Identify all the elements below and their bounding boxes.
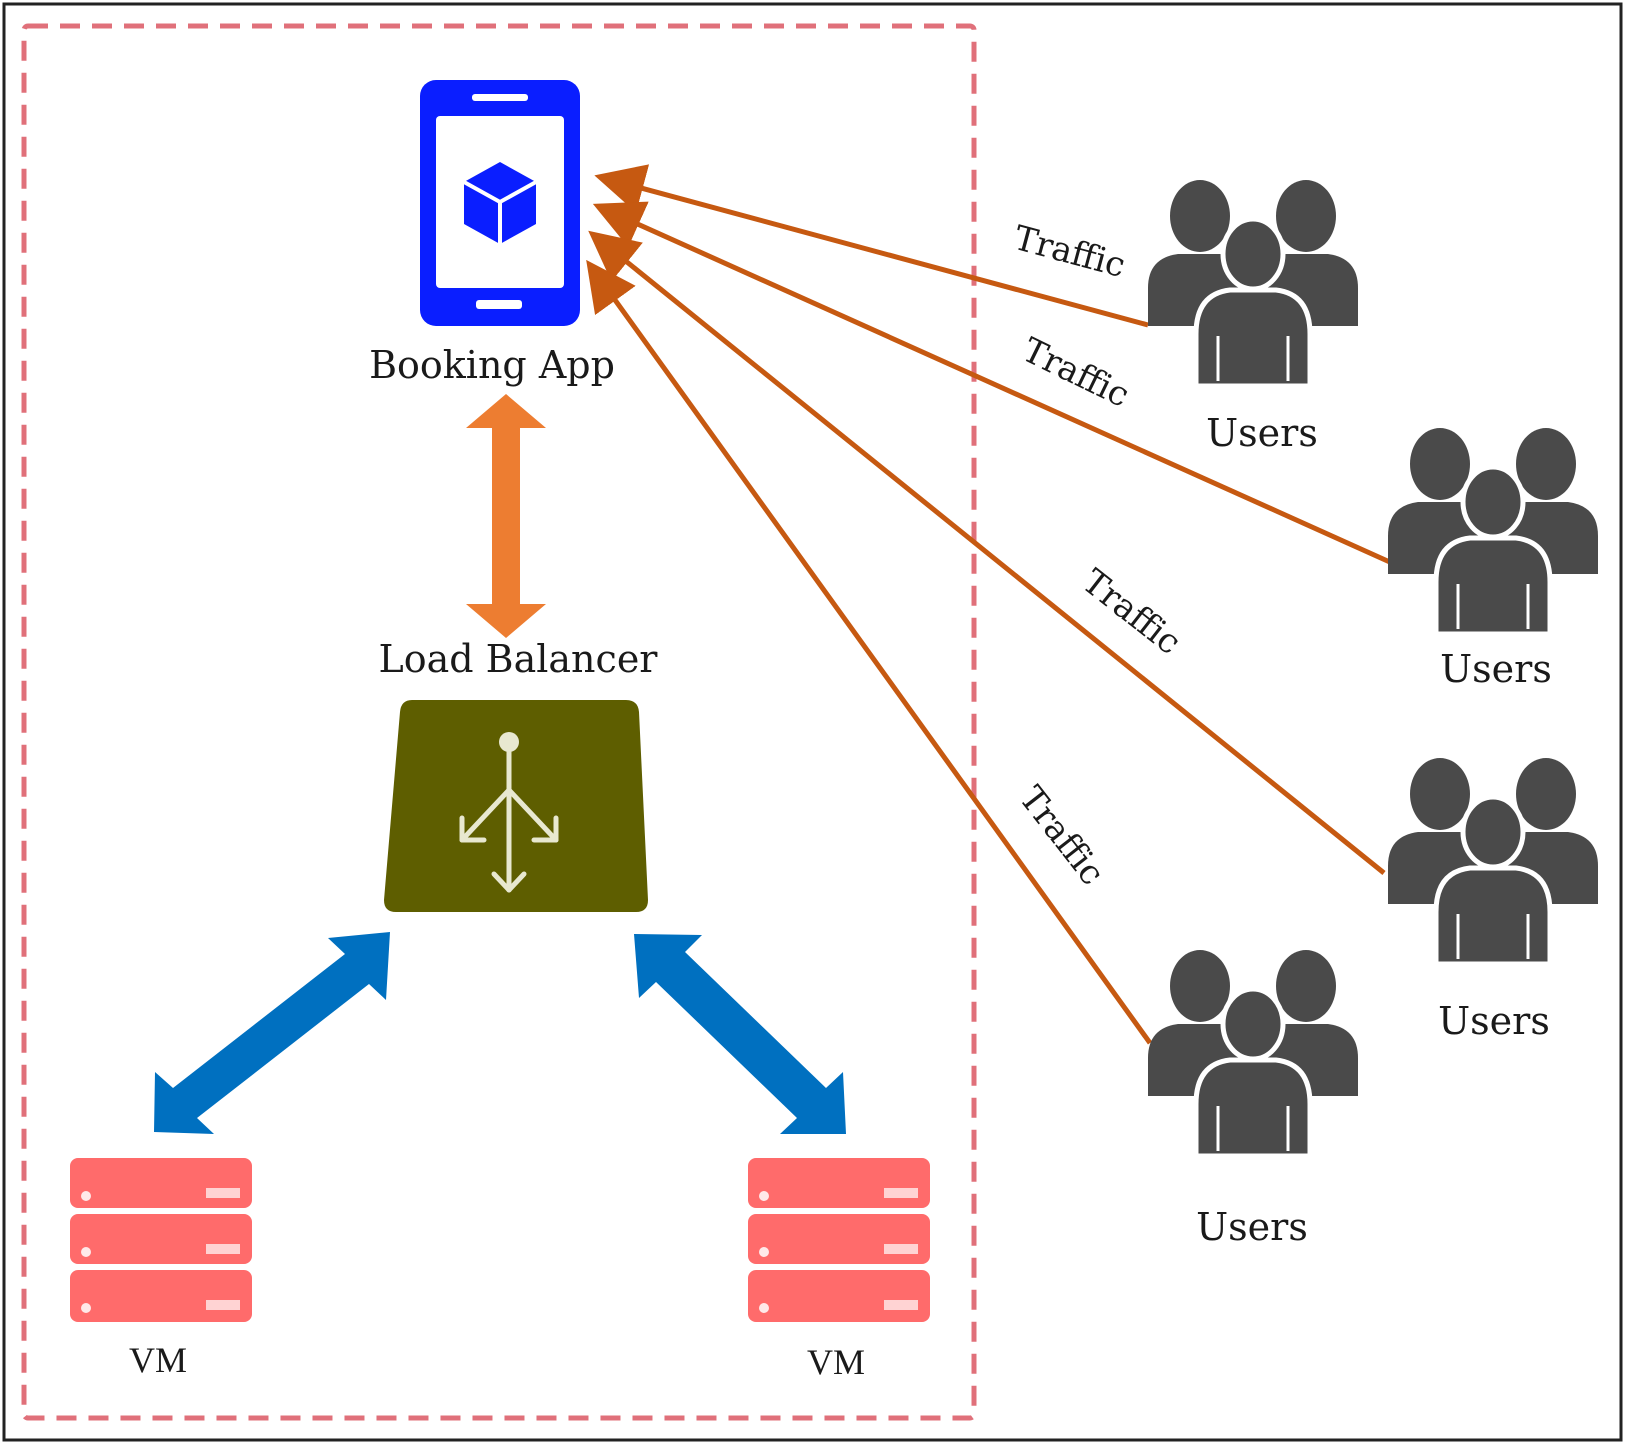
lb-vm-left-double-arrow bbox=[154, 932, 390, 1134]
load-balancer-icon bbox=[384, 700, 648, 912]
vm-label-left: VM bbox=[129, 1340, 187, 1380]
vm-server-icon-left bbox=[70, 1158, 252, 1322]
booking-app-label: Booking App bbox=[369, 343, 615, 387]
users-group-icon-4 bbox=[1148, 950, 1358, 1156]
users-group-icon-1 bbox=[1148, 180, 1358, 386]
traffic-label-1: Traffic bbox=[1010, 218, 1130, 286]
vm-label-right: VM bbox=[807, 1342, 865, 1382]
traffic-label-3: Traffic bbox=[1074, 562, 1188, 663]
traffic-line-2 bbox=[592, 201, 1394, 566]
dashed-boundary bbox=[21, 23, 977, 1421]
users-group-icon-2 bbox=[1388, 428, 1598, 634]
users-label-3: Users bbox=[1438, 999, 1550, 1043]
traffic-line-4 bbox=[586, 259, 1153, 1045]
users-label-2: Users bbox=[1440, 647, 1552, 691]
users-group-icon-3 bbox=[1388, 758, 1598, 964]
booking-app-phone-icon bbox=[420, 80, 580, 326]
traffic-line-1 bbox=[594, 164, 1149, 328]
app-lb-double-arrow bbox=[466, 394, 546, 638]
traffic-label-4: Traffic bbox=[1011, 779, 1112, 893]
vm-server-icon-right bbox=[748, 1158, 930, 1322]
users-label-4: Users bbox=[1196, 1205, 1308, 1249]
split-arrows-icon bbox=[459, 732, 559, 893]
lb-vm-right-double-arrow bbox=[634, 934, 846, 1134]
users-label-1: Users bbox=[1206, 411, 1318, 455]
cube-icon bbox=[463, 162, 537, 244]
load-balancer-label: Load Balancer bbox=[379, 637, 659, 681]
traffic-line-3 bbox=[588, 230, 1386, 875]
